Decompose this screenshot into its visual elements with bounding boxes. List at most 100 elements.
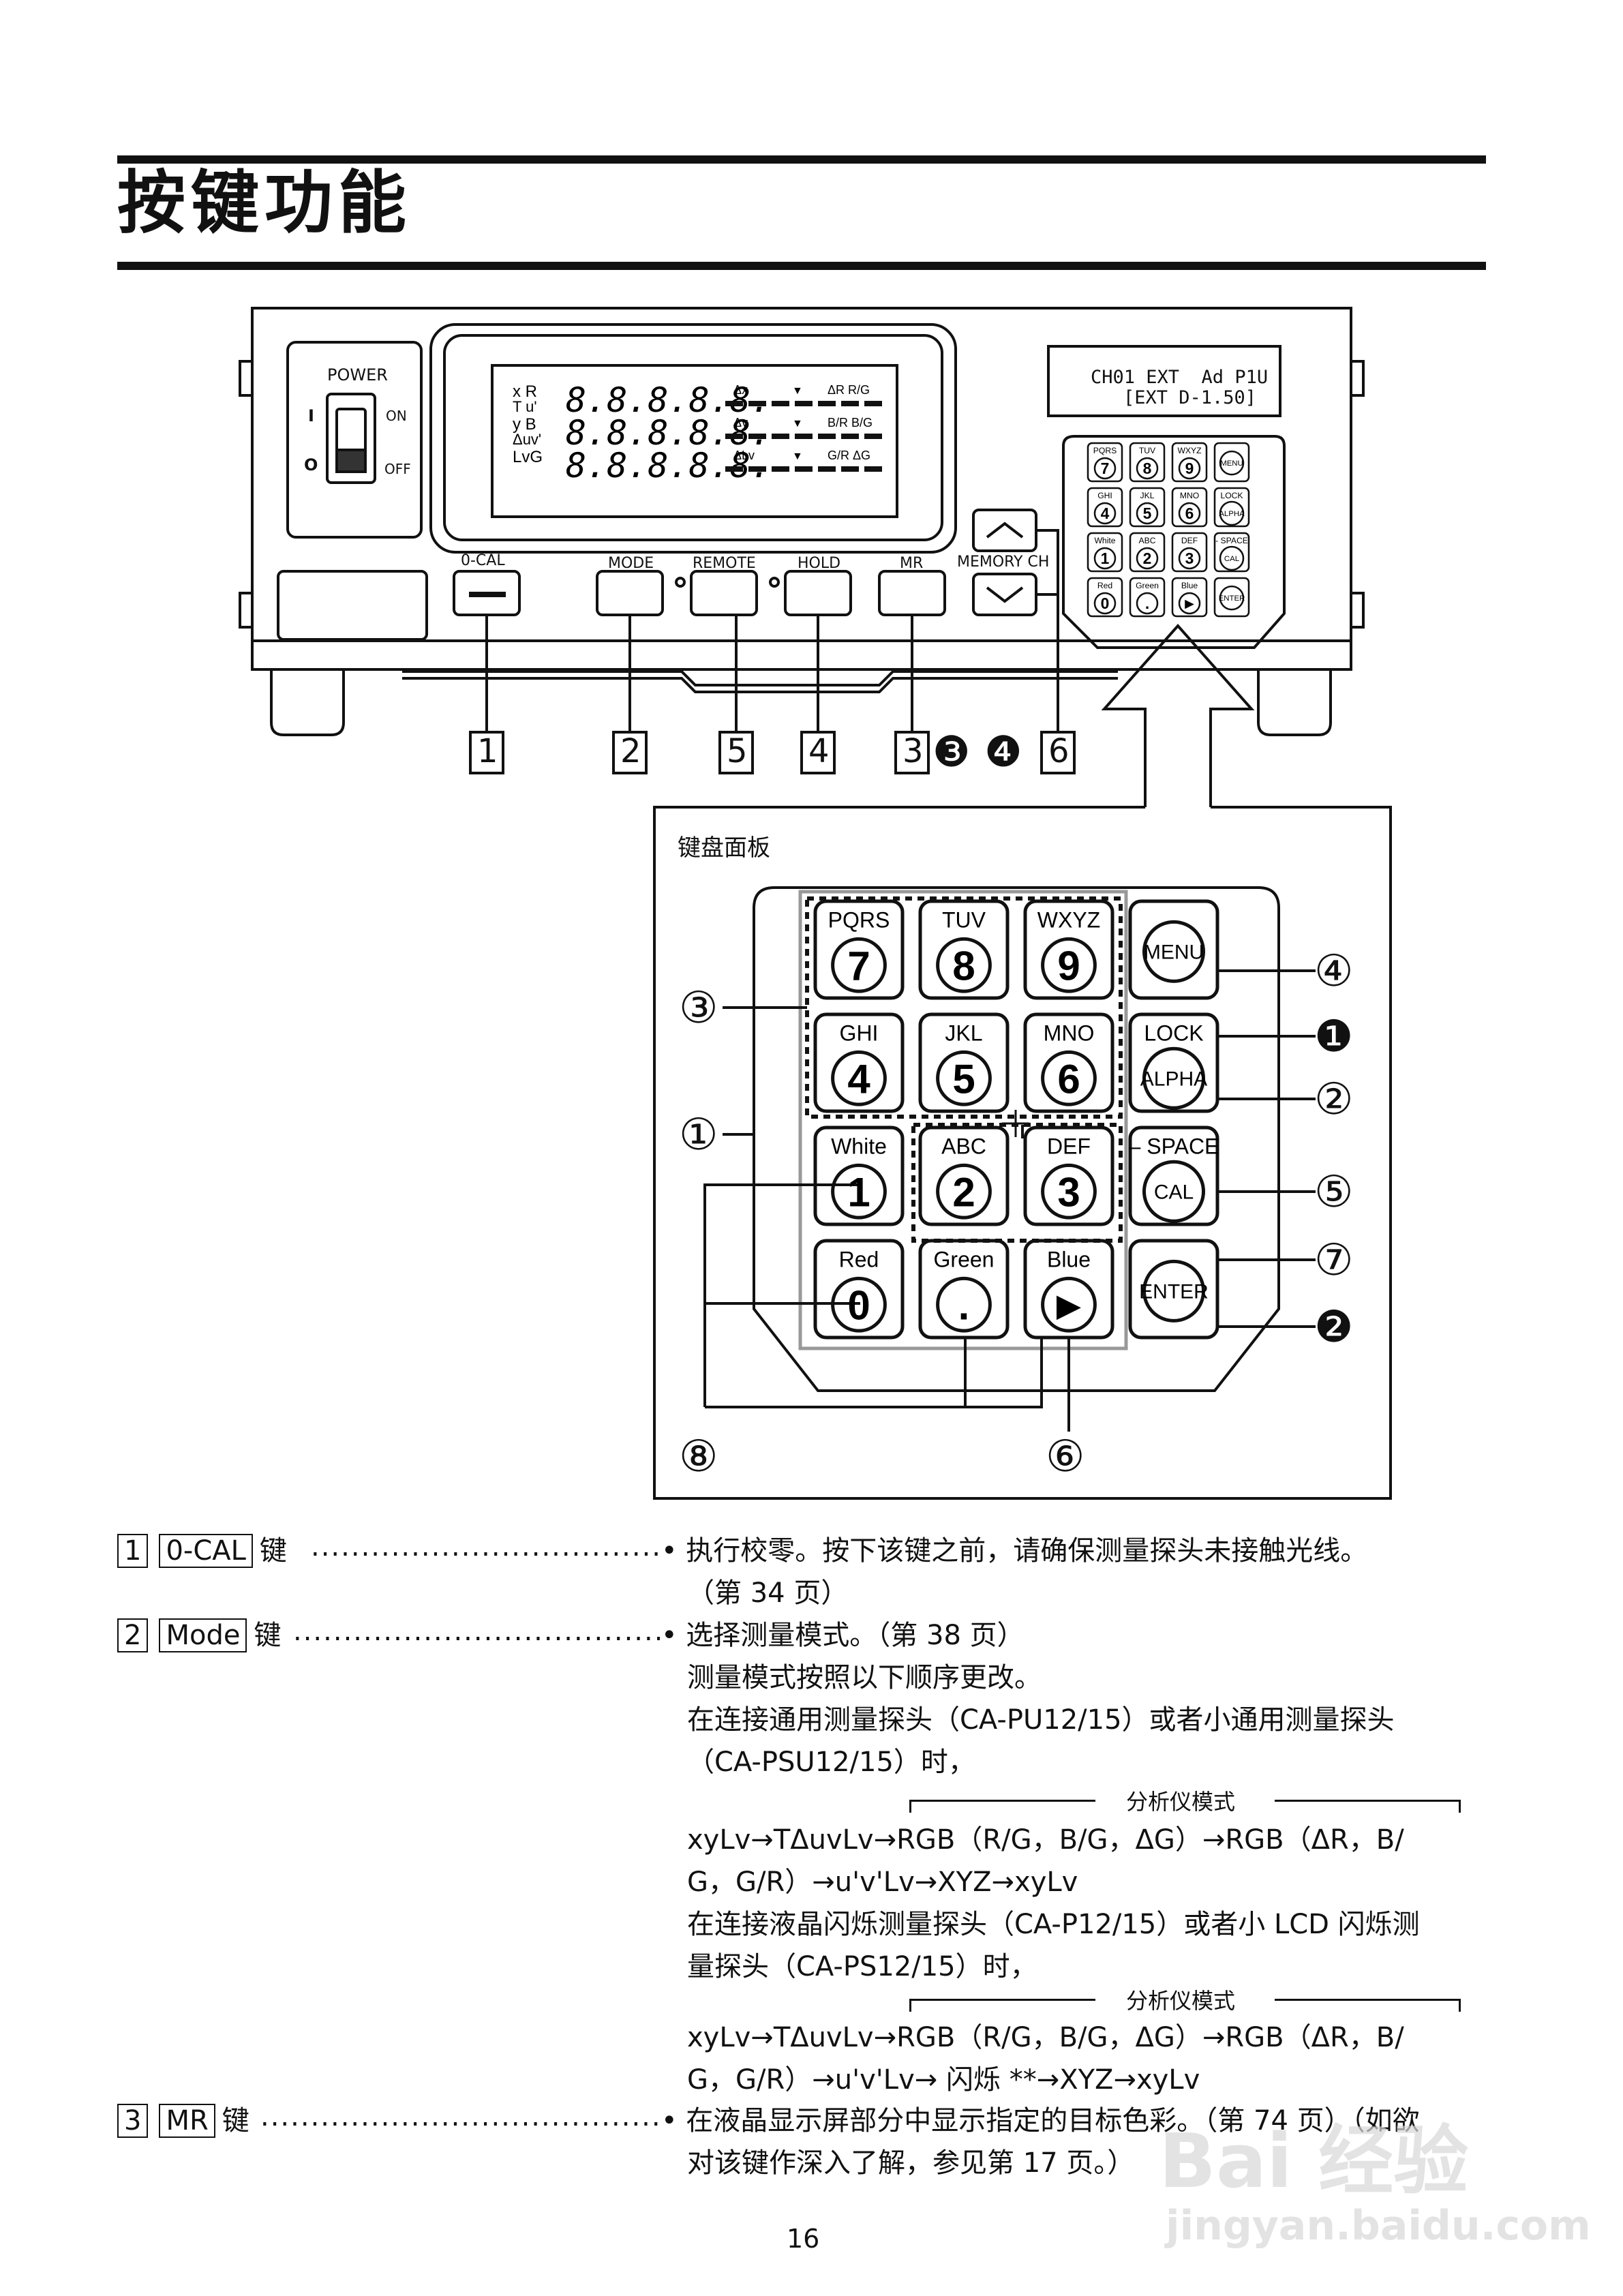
entry-2-num: 2 <box>117 1618 149 1652</box>
keypad-key-digit-13: . <box>958 1282 970 1328</box>
keypad-key-digit-1: 8 <box>952 943 975 988</box>
lcd-seg-1-4 <box>818 434 836 439</box>
small-keypad-key-letters-9: ABC <box>1139 536 1156 545</box>
small-keypad-key-digit-8: 1 <box>1101 549 1110 567</box>
keypad-key-letters-6: MNO <box>1044 1021 1095 1045</box>
keypad-key-15[interactable]: ENTER <box>1128 1239 1219 1340</box>
keypad-key-7[interactable]: LOCK ALPHA <box>1128 1012 1219 1113</box>
lcd-seg-2-5 <box>841 466 859 472</box>
keypad-key-3[interactable]: MENU <box>1128 899 1219 1000</box>
callout-6: 6 <box>1048 732 1070 770</box>
small-keypad-key-digit-1: 8 <box>1143 459 1152 477</box>
kp-callout-6: ⑥ <box>1046 1432 1085 1482</box>
lcd-bezel <box>429 323 957 554</box>
lcd-right-1: B/R B/G <box>828 416 873 429</box>
lcd-label-b-0: T u' <box>513 398 537 415</box>
kp-callout-3: ③ <box>679 983 718 1033</box>
small-keypad-key-digit-15: ENTER <box>1219 594 1245 603</box>
keypad-key-letters-10: DEF <box>1047 1134 1091 1158</box>
entry-2-seq2-line-1: xyLv→TΔuvLv→RGB（R/G，B/G，ΔG）→RGB（ΔR，B/ <box>687 2022 1404 2053</box>
lcd-seg-2-2 <box>772 466 789 472</box>
keypad-key-letters-12: Red <box>839 1247 879 1271</box>
mr-label: MR <box>900 555 924 572</box>
lcd-seg-1-2 <box>772 434 789 439</box>
keypad-key-10[interactable]: DEF 3 <box>1023 1126 1114 1226</box>
small-keypad-key-5[interactable]: JKL 5 <box>1129 487 1166 528</box>
small-keypad-key-3[interactable]: MENU <box>1213 442 1250 483</box>
btn-remote <box>690 570 758 616</box>
entry-1-suffix: 键 <box>259 1535 287 1567</box>
entry-2-line-6: 量探头（CA-PS12/15）时， <box>687 1951 1037 1982</box>
lcd-seg-2-1 <box>748 466 766 472</box>
kp-callout-8: ⑧ <box>679 1432 718 1482</box>
keypad-key-digit-14: ► <box>1048 1282 1089 1328</box>
small-keypad-key-letters-2: WXYZ <box>1177 446 1202 455</box>
remote-label: REMOTE <box>693 555 756 572</box>
bracket-1-line-right <box>1275 1800 1461 1813</box>
keypad-key-13[interactable]: Green. <box>918 1239 1010 1340</box>
lcd-seg-2-6 <box>864 466 882 472</box>
keypad-key-8[interactable]: White 1 <box>813 1126 905 1226</box>
kp-callout-7: ⑦ <box>1314 1235 1354 1286</box>
lcd-seg-2-4 <box>818 466 836 472</box>
keypad-key-digit-0: 7 <box>847 943 870 988</box>
small-keypad-key-letters-5: JKL <box>1140 491 1155 500</box>
small-keypad-key-13[interactable]: Green. <box>1129 577 1166 618</box>
keypad-panel-title: 键盘面板 <box>678 834 770 862</box>
keypad-key-digit-7: ALPHA <box>1140 1068 1207 1091</box>
keypad-key-letters-7: LOCK <box>1144 1021 1203 1045</box>
btn-hold <box>784 570 852 616</box>
lcd-screen <box>491 364 898 518</box>
lcd-right-2: G/R ΔG <box>828 449 870 462</box>
keypad-key-letters-5: JKL <box>945 1021 982 1045</box>
page-number: 16 <box>787 2224 820 2254</box>
small-keypad-key-digit-3: MENU <box>1220 459 1243 468</box>
power-switch <box>326 393 376 484</box>
lcd-label-a-1: y B <box>513 415 536 434</box>
small-keypad-key-14[interactable]: Blue► <box>1171 577 1208 618</box>
keypad-key-digit-8: 1 <box>847 1169 870 1215</box>
lcd-seg-0-3 <box>795 401 813 406</box>
callout-1: 1 <box>477 732 498 770</box>
entry-1-num: 1 <box>117 1534 149 1568</box>
btn-mr <box>878 570 946 616</box>
entry-2-line-4: （CA-PSU12/15）时， <box>687 1747 975 1778</box>
power-i-label: I <box>308 406 314 425</box>
small-keypad-key-letters-7: LOCK <box>1220 491 1243 500</box>
small-keypad-key-letters-0: PQRS <box>1093 446 1117 455</box>
keypad-key-14[interactable]: Blue► <box>1023 1239 1114 1340</box>
small-keypad-key-15[interactable]: ENTER <box>1213 577 1250 618</box>
lcd-arrow-0: ▼ <box>792 385 803 397</box>
keypad-key-letters-8: White <box>831 1134 887 1158</box>
keypad-key-digit-6: 6 <box>1057 1056 1080 1102</box>
entry-2-line-3: 在连接通用测量探头（CA-PU12/15）或者小通用测量探头 <box>687 1704 1395 1736</box>
entry-2-line-5: 在连接液晶闪烁测量探头（CA-P12/15）或者小 LCD 闪烁测 <box>687 1909 1420 1940</box>
small-keypad-key-digit-5: 5 <box>1143 504 1152 522</box>
keypad-key-6[interactable]: MNO 6 <box>1023 1012 1114 1113</box>
btn-down <box>972 573 1037 616</box>
keypad-key-digit-10: 3 <box>1057 1169 1080 1215</box>
small-keypad-key-digit-4: 4 <box>1101 504 1110 522</box>
zoom-arrow <box>1101 623 1255 807</box>
kp-callout-5: ⑤ <box>1314 1167 1354 1218</box>
